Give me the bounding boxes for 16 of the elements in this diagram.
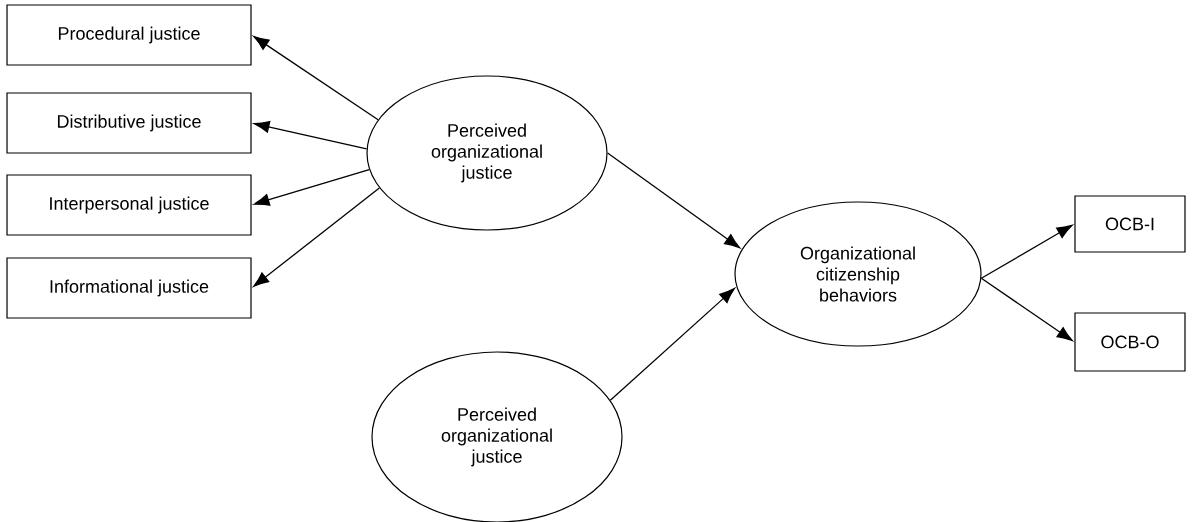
ellipse-node: Perceived organizational justice: [366, 75, 608, 231]
arrow: [253, 35, 379, 121]
text-box: Interpersonal justice: [6, 174, 252, 236]
arrow: [253, 187, 380, 287]
text-box: Distributive justice: [6, 92, 252, 154]
text-box: Procedural justice: [6, 4, 252, 66]
arrow: [253, 120, 368, 150]
arrow: [606, 152, 741, 249]
arrow: [980, 224, 1073, 279]
ellipse-node: Organizational citizenship behaviors: [734, 201, 982, 347]
arrow: [609, 288, 735, 401]
text-box: OCB-O: [1074, 312, 1186, 372]
text-box: OCB-I: [1074, 195, 1186, 253]
arrow: [980, 277, 1073, 342]
text-box: Informational justice: [6, 257, 252, 319]
arrow: [253, 168, 370, 206]
